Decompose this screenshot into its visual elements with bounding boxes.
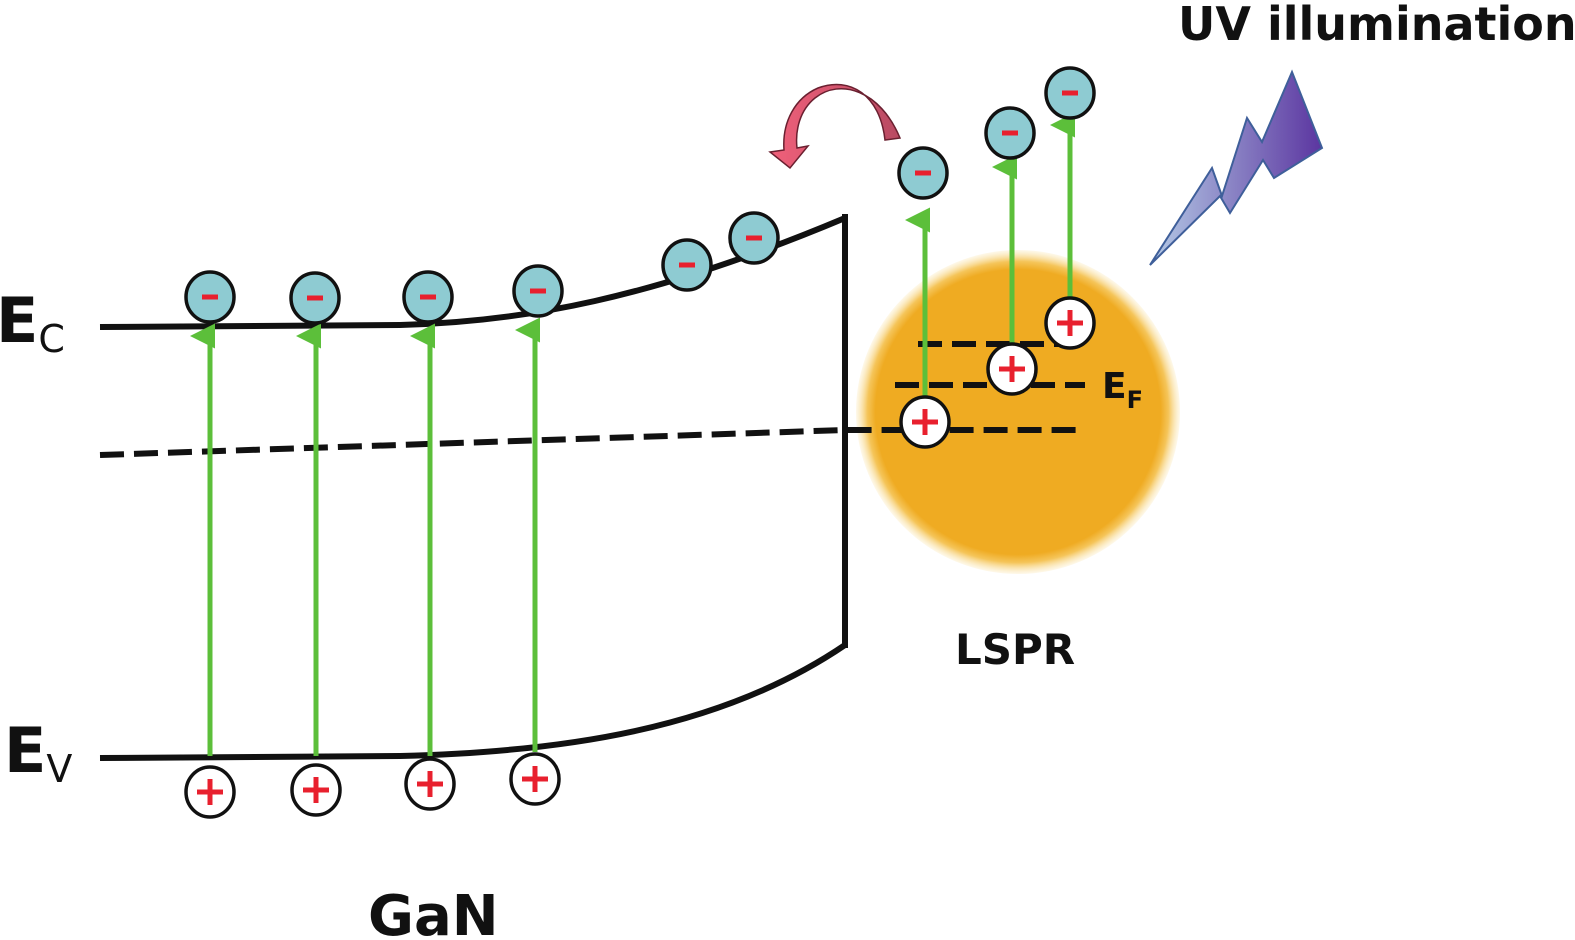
electron: [184, 270, 236, 324]
metal-nanoparticle: [856, 250, 1180, 574]
electron: [1044, 66, 1096, 120]
hole: [404, 757, 456, 811]
plus-sign: [522, 766, 548, 792]
plus-sign: [417, 771, 443, 797]
hole: [899, 395, 951, 449]
plus-sign: [912, 409, 938, 435]
plus-sign: [197, 779, 223, 805]
valence-band-edge: [99, 642, 847, 761]
plus-sign: [303, 777, 329, 803]
ef-label: EF: [1102, 366, 1143, 414]
gan-label: GaN: [368, 884, 499, 940]
uv-illumination-label: UV illumination: [1178, 0, 1575, 51]
hole: [184, 765, 236, 819]
plus-sign: [1057, 310, 1083, 336]
electron: [512, 264, 564, 318]
ev-label: EV: [4, 714, 72, 791]
uv-lightning-icon: [1149, 69, 1324, 266]
excitation-arrows: [190, 112, 1075, 756]
electron: [728, 211, 780, 265]
electron: [289, 271, 341, 325]
hole: [509, 752, 561, 806]
electron-transfer-arrow: [768, 83, 902, 170]
electron: [897, 146, 949, 200]
hole: [290, 763, 342, 817]
electron: [402, 270, 454, 324]
electron: [661, 238, 713, 292]
hole: [986, 342, 1038, 396]
holes: [184, 296, 1096, 819]
plus-sign: [999, 356, 1025, 382]
electrons: [184, 66, 1096, 325]
ec-label: EC: [0, 284, 65, 361]
lspr-label: LSPR: [955, 625, 1075, 674]
fermi-level-gan: [99, 427, 1085, 458]
electron: [984, 106, 1036, 160]
hole: [1044, 296, 1096, 350]
